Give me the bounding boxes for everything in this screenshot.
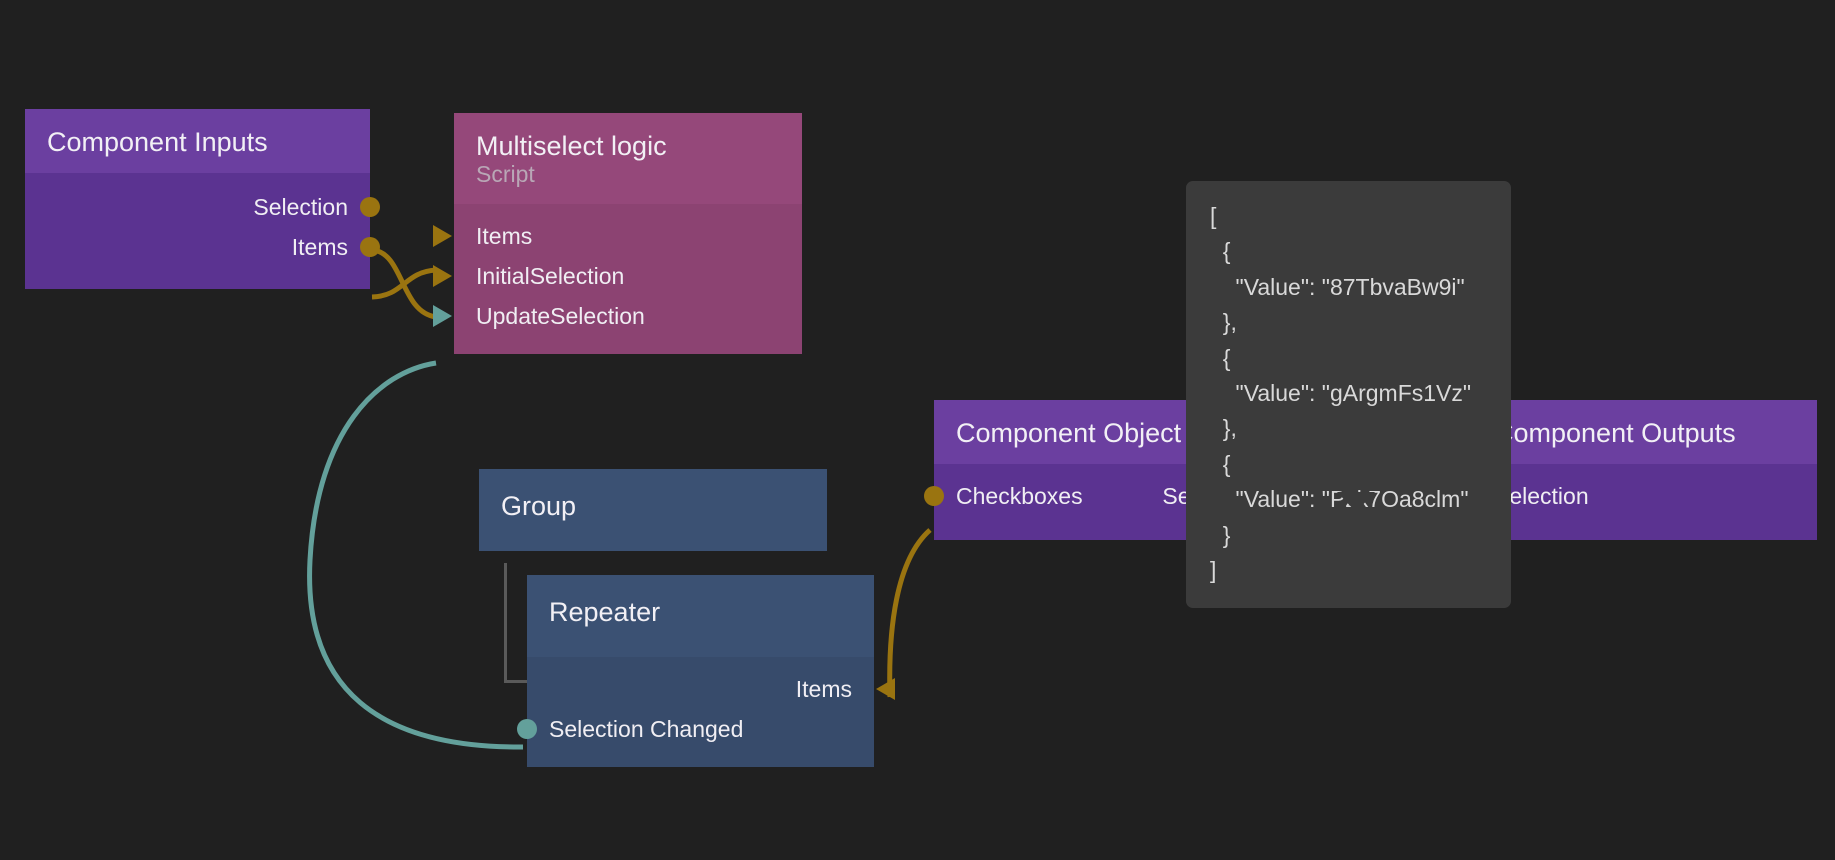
node-title: Component Inputs <box>47 127 268 157</box>
value-tooltip: [ { "Value": "87TbvaBw9i" }, { "Value": … <box>1186 181 1511 609</box>
wire-selectionchanged-to-updateselection <box>307 360 524 750</box>
port-row-updateselection-input[interactable]: UpdateSelection <box>433 296 802 336</box>
node-component-inputs[interactable]: Component Inputs Selection Items <box>25 109 380 290</box>
port-row-selection-output[interactable]: Selection <box>25 187 380 227</box>
node-repeater[interactable]: Repeater Items Selection Changed <box>517 575 895 768</box>
port-label: InitialSelection <box>476 262 625 289</box>
wire-items-to-items <box>371 267 437 300</box>
port-connector-arrow[interactable] <box>876 678 895 701</box>
port-label: Items <box>795 675 852 702</box>
port-connector-arrow-event[interactable] <box>433 305 452 328</box>
port-label: Selection <box>1494 482 1589 509</box>
port-connector-dot[interactable] <box>924 486 944 507</box>
port-connector-arrow[interactable] <box>433 265 452 288</box>
port-label: Selection Changed <box>549 715 744 742</box>
wire-selection-to-initialselection <box>371 247 437 320</box>
tooltip-pointer-arrow <box>1337 492 1375 512</box>
port-connector-dot[interactable] <box>360 197 380 218</box>
node-header[interactable]: Repeater <box>527 575 874 658</box>
port-connector-dot-event[interactable] <box>517 719 537 740</box>
node-subtitle: Script <box>476 161 535 188</box>
node-header[interactable]: Component Inputs <box>25 109 370 174</box>
node-component-outputs[interactable]: Component Outputs Selection <box>1451 400 1817 541</box>
port-label-checkboxes: Checkboxes <box>956 482 1083 509</box>
tooltip-json-text: [ { "Value": "87TbvaBw9i" }, { "Value": … <box>1210 203 1472 584</box>
node-header[interactable]: Group <box>479 469 827 552</box>
node-title: Multiselect logic <box>476 131 667 161</box>
wire-checkboxes-to-repeater-items <box>887 528 932 698</box>
port-row-selectionchanged-output[interactable]: Selection Changed <box>517 709 874 749</box>
port-label: Items <box>291 233 348 260</box>
port-row-items-input[interactable]: Items <box>433 216 802 256</box>
node-title: Component Object <box>956 418 1182 448</box>
node-group[interactable]: Group <box>479 469 827 552</box>
node-body: Items Selection Changed <box>517 657 895 768</box>
node-body: Selection <box>1451 464 1817 541</box>
node-header[interactable]: Multiselect logic Script <box>454 113 802 205</box>
port-row-items-input[interactable]: Items <box>527 669 895 709</box>
port-row-selection-input[interactable]: Selection <box>1451 476 1817 516</box>
node-title: Repeater <box>549 597 661 627</box>
node-header[interactable]: Component Outputs <box>1472 400 1817 465</box>
port-label: Selection <box>253 193 348 220</box>
node-body: Selection Items <box>25 173 380 290</box>
node-body: Items InitialSelection UpdateSelection <box>433 204 802 355</box>
node-title: Component Outputs <box>1494 418 1736 448</box>
port-connector-dot[interactable] <box>360 237 380 258</box>
port-connector-arrow[interactable] <box>433 225 452 248</box>
port-label: Items <box>476 222 533 249</box>
port-label: UpdateSelection <box>476 302 645 329</box>
node-multiselect-logic[interactable]: Multiselect logic Script Items InitialSe… <box>433 113 802 355</box>
node-title: Group <box>501 491 577 521</box>
port-row-initialselection-input[interactable]: InitialSelection <box>433 256 802 296</box>
port-row-items-output[interactable]: Items <box>25 227 380 267</box>
